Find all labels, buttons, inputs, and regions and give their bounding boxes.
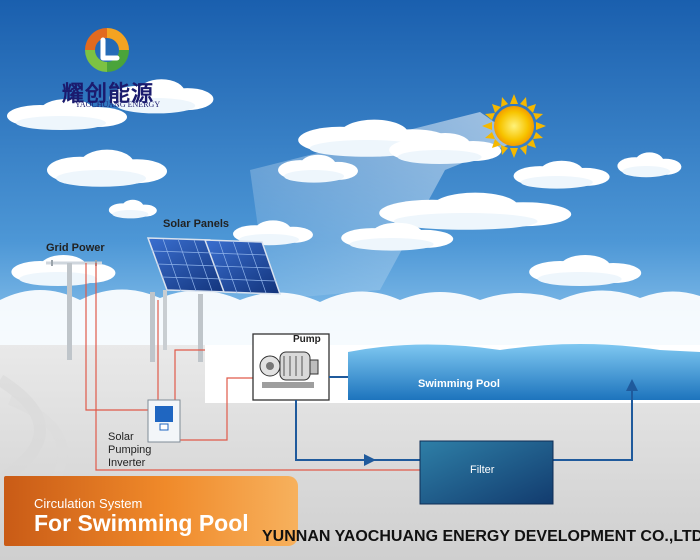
pump-icon	[252, 333, 330, 401]
filter-label: Filter	[470, 464, 495, 476]
banner-main-title: For Swimming Pool	[34, 510, 249, 536]
title-banner	[4, 476, 298, 546]
pool-icon	[348, 344, 700, 400]
water-pipes	[295, 376, 638, 466]
company-name: YUNNAN YAOCHUANG ENERGY DEVELOPMENT CO.,…	[262, 528, 700, 545]
filter-icon	[419, 440, 554, 505]
power-wires	[85, 263, 420, 471]
banner-title: Circulation System	[34, 496, 143, 511]
sun-icon	[482, 94, 546, 158]
swimming-pool-label: Swimming Pool	[418, 378, 500, 390]
cloud-band	[0, 289, 700, 350]
inverter-label-line1: Solar	[108, 431, 134, 443]
inverter-label-line3: Inverter	[108, 457, 146, 469]
logo-subtext: YAOCHUANG ENERGY	[75, 100, 161, 109]
grid-power-label: Grid Power	[46, 242, 105, 254]
inverter-label: Solar Pumping Inverter	[108, 431, 178, 470]
logo-icon	[85, 28, 129, 72]
solar-panel-icon	[146, 237, 282, 362]
inverter-label-line2: Pumping	[108, 444, 152, 456]
inverter-icon	[147, 399, 181, 443]
pump-label: Pump	[293, 334, 321, 345]
solar-panels-label: Solar Panels	[163, 218, 230, 230]
logo-text: 耀创能源	[62, 82, 155, 107]
